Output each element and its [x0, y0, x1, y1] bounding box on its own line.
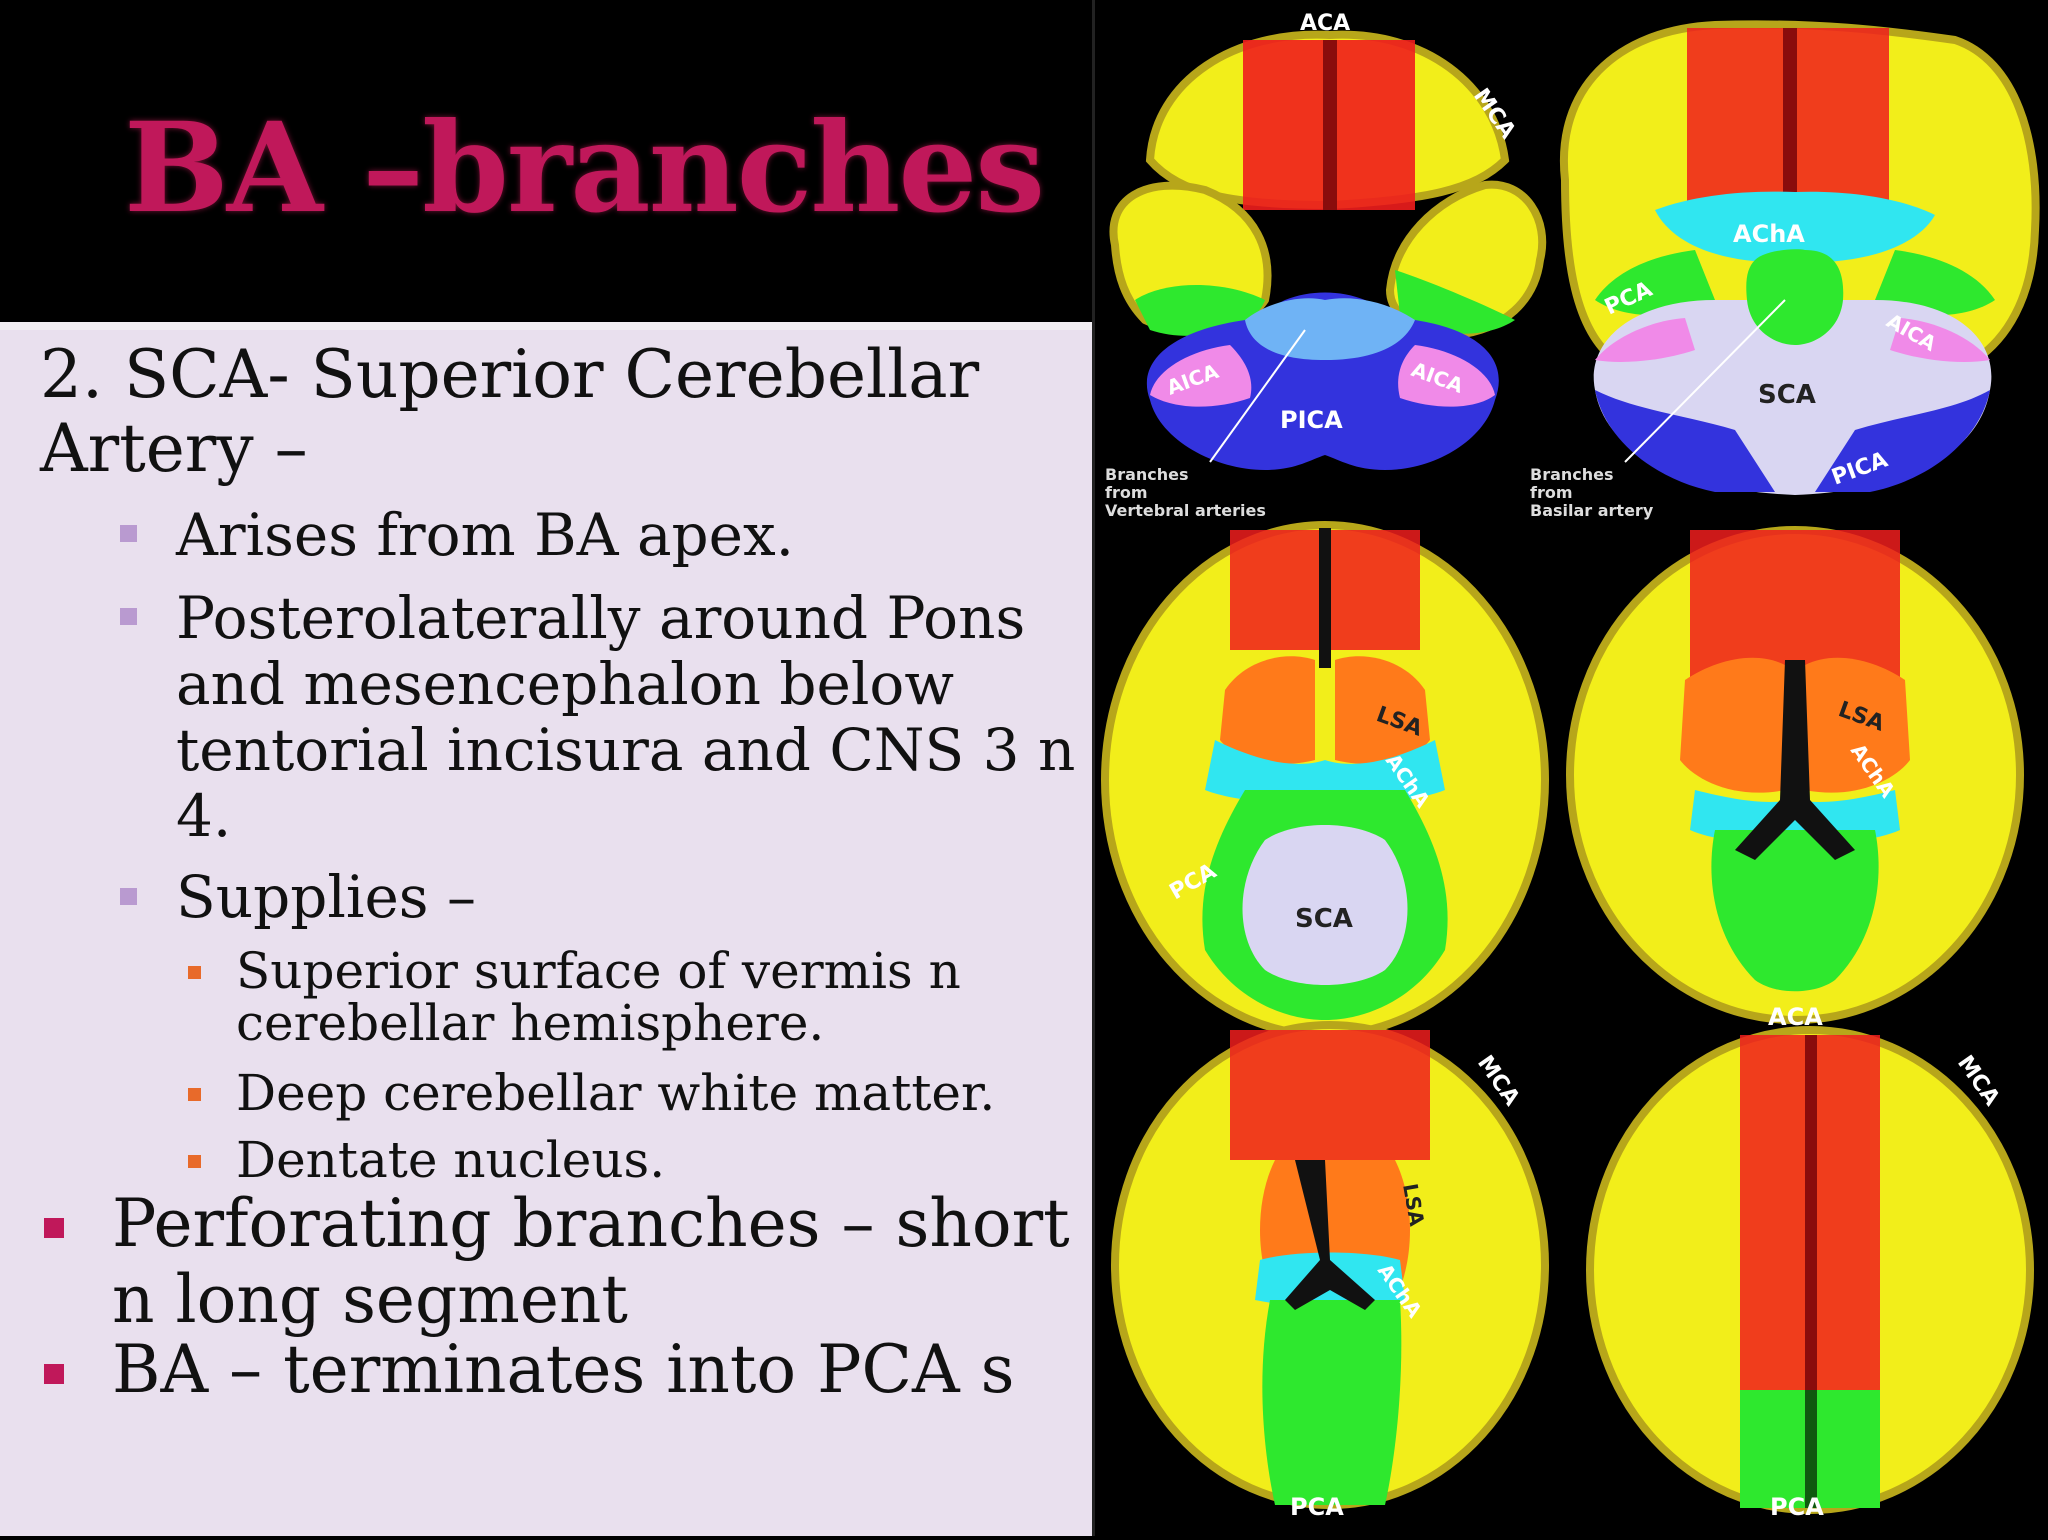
heading-line-2: Artery – — [40, 410, 308, 487]
label-pica: PICA — [1280, 406, 1343, 434]
note-basilar-line-1: Branches — [1530, 465, 1614, 484]
label-aca: ACA — [1300, 11, 1350, 36]
bullet-square-icon — [44, 1218, 64, 1238]
panel-mid-right: LSA AChA — [1566, 526, 2024, 1024]
panel-upper-right: ACA MCA PCA — [1586, 1003, 2034, 1521]
sub-bullet-square-icon — [188, 966, 201, 979]
content-area — [0, 330, 1092, 1536]
sub-bullet-deep-white-matter: Deep cerebellar white matter. — [236, 1064, 996, 1122]
note-vertebral-line-1: Branches — [1105, 465, 1189, 484]
bullet-posterolateral-line-1: Posterolaterally around Pons — [176, 584, 1026, 652]
bullet-square-icon — [120, 525, 137, 542]
heading-line-1: 2. SCA- Superior Cerebellar — [40, 336, 980, 413]
label-pca-bottom-right: PCA — [1770, 1493, 1824, 1521]
sub-bullet-superior-surface-line-2: cerebellar hemisphere. — [236, 994, 825, 1052]
panel-vertebral-branches: ACA MCA AICA AICA PICA Branches from Ver… — [1105, 11, 1547, 520]
bullet-supplies: Supplies – — [176, 863, 476, 931]
bullet-posterolateral-line-4: 4. — [176, 782, 232, 850]
label-aca-bottom-right: ACA — [1768, 1003, 1823, 1031]
sub-bullet-square-icon — [188, 1088, 201, 1101]
bullet-perforating-line-1: Perforating branches – short — [112, 1185, 1070, 1262]
sub-bullet-square-icon — [188, 1155, 201, 1168]
panel-mid-left: LSA AChA PCA SCA — [1101, 521, 1549, 1039]
bullet-square-icon — [120, 608, 137, 625]
note-vertebral-line-2: from — [1105, 483, 1148, 502]
label-acha: AChA — [1733, 220, 1805, 248]
slide-title: BA –branches — [124, 96, 1045, 241]
sub-bullet-dentate-nucleus: Dentate nucleus. — [236, 1131, 666, 1189]
label-sca: SCA — [1758, 380, 1816, 410]
bullet-square-icon — [44, 1364, 64, 1384]
note-vertebral-line-3: Vertebral arteries — [1105, 501, 1266, 520]
bullet-arises: Arises from BA apex. — [176, 501, 795, 569]
bullet-square-icon — [120, 888, 137, 905]
bullet-perforating-line-2: n long segment — [112, 1261, 628, 1338]
title-divider — [0, 322, 1092, 330]
bullet-posterolateral-line-2: and mesencephalon below — [176, 650, 954, 718]
bullet-terminates: BA – terminates into PCA s — [112, 1331, 1015, 1408]
bullet-posterolateral-line-3: tentorial incisura and CNS 3 n — [176, 716, 1076, 784]
title-bar: BA –branches — [0, 0, 1092, 320]
panel-upper-left: MCA LSA AChA PCA — [1111, 1021, 1549, 1521]
panel-basilar-branches: AChA PCA AICA SCA PICA Branches from Bas… — [1530, 20, 2040, 520]
sub-bullet-superior-surface-line-1: Superior surface of vermis n — [236, 942, 961, 1000]
vascular-territory-figure: ACA MCA AICA AICA PICA Branches from Ver… — [1092, 0, 2048, 1536]
note-basilar-line-2: from — [1530, 483, 1573, 502]
label-pca-bottom-left: PCA — [1290, 1493, 1344, 1521]
brain-territories-illustration: ACA MCA AICA AICA PICA Branches from Ver… — [1101, 11, 2040, 1521]
label-sca-mid: SCA — [1295, 904, 1353, 934]
note-basilar-line-3: Basilar artery — [1530, 501, 1654, 520]
